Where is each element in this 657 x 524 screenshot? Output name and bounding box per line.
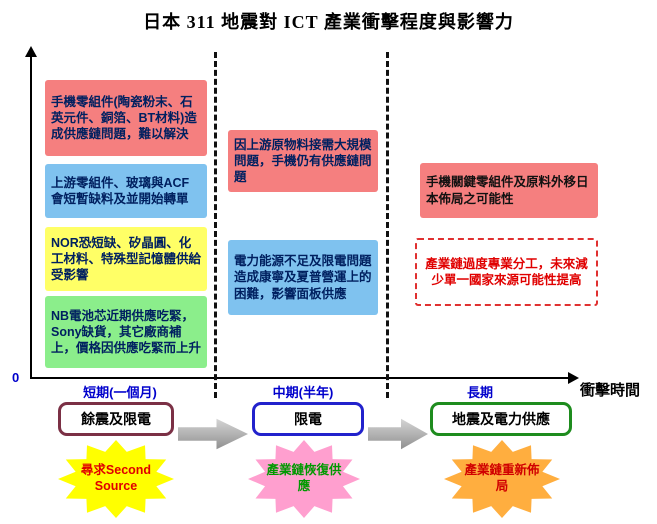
divider-short-mid [214,52,217,398]
burst-mid-action: 產業鏈恢復供應 [248,440,360,518]
stage-box-mid-event: 限電 [252,402,364,436]
impact-box-long-red: 手機關鍵零組件及原料外移日本佈局之可能性 [420,163,598,218]
impact-box-mid-red: 因上游原物料接需大規模問題，手機仍有供應鏈問題 [228,130,378,192]
slide-title: 日本 311 地震對 ICT 產業衝擊程度與影響力 [143,12,514,32]
arrow-mid-to-long-icon [368,418,428,450]
period-label-short: 短期(一個月) [83,385,157,400]
origin-label: 0 [12,370,20,385]
x-axis-arrow-icon [568,372,579,384]
impact-box-mid-blue: 電力能源不足及限電問題造成康寧及夏普營運上的困難，影響面板供應 [228,240,378,315]
y-axis [30,56,32,378]
burst-short-action: 尋求Second Source [58,440,174,518]
impact-box-long-dashed: 產業鏈過度專業分工，未來減少單一國家來源可能性提高 [415,238,598,306]
x-axis-label: 衝擊時間 [580,382,641,399]
period-label-mid: 中期(半年) [272,385,334,400]
burst-long-action: 產業鏈重新佈局 [444,440,560,518]
impact-box-short-yellow: NOR恐短缺、矽晶圓、化工材料、特殊型記憶體供給受影響 [45,227,207,291]
divider-mid-long [386,52,389,398]
arrow-short-to-mid-icon [178,418,248,450]
impact-box-short-red: 手機零組件(陶瓷粉末、石英元件、銅箔、BT材料)造成供應鏈問題，難以解決 [45,80,207,156]
impact-box-short-green: NB電池芯近期供應吃緊，Sony缺貨，其它廠商補上，價格因供應吃緊而上升 [45,296,207,368]
x-axis [30,377,570,379]
period-label-long: 長期 [466,385,493,400]
impact-box-short-blue: 上游零組件、玻璃與ACF會短暫缺料及並開始轉單 [45,164,207,218]
y-axis-arrow-icon [25,46,37,57]
stage-box-long-event: 地震及電力供應 [430,402,572,436]
stage-box-short-event: 餘震及限電 [58,402,174,436]
